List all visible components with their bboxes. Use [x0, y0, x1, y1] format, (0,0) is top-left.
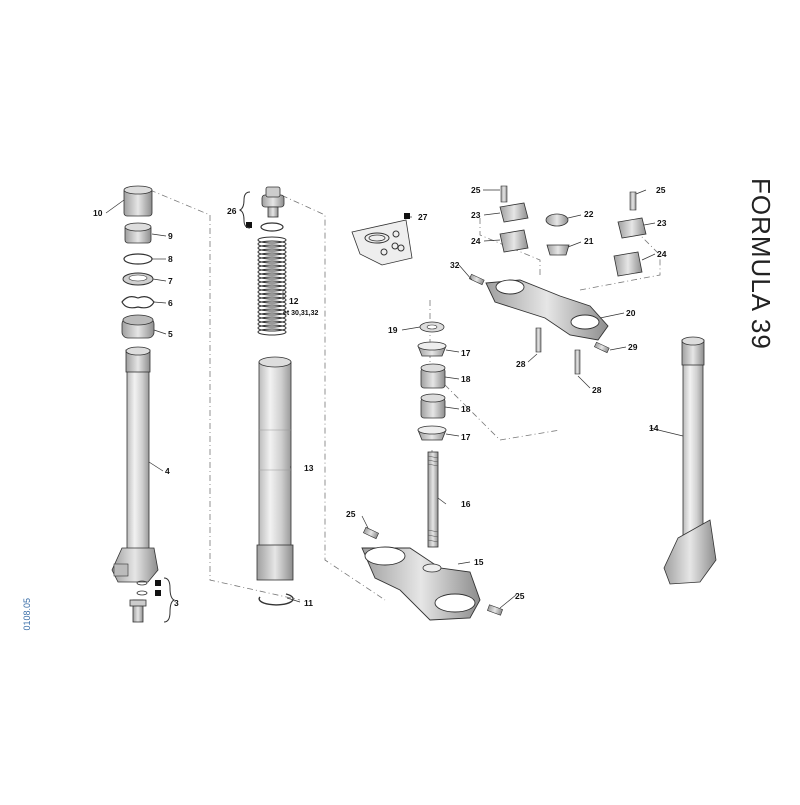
spring-coil: [257, 296, 287, 304]
label-12-note: et 30,31,32: [283, 310, 319, 317]
part-13-fork-tube: [258, 361, 292, 578]
part-20-upper-clamp: [468, 273, 610, 375]
label-28-right: 28: [592, 385, 602, 395]
page-title: FORMULA 39: [746, 178, 776, 350]
label-6: 6: [168, 298, 173, 308]
label-11: 11: [304, 598, 313, 608]
spring-coil: [257, 308, 287, 316]
label-21: 21: [584, 236, 594, 246]
label-17a: 17: [461, 348, 471, 358]
steering-stem: [417, 321, 447, 548]
label-25-lower-right: 25: [515, 591, 525, 601]
label-14: 14: [649, 423, 659, 433]
label-28-left: 28: [516, 359, 526, 369]
part-labels: 10 9 8 7 6 5 4 3 26 12 et 30,31,32 13 11…: [93, 185, 667, 608]
label-18b: 18: [461, 404, 471, 414]
label-13: 13: [304, 463, 314, 473]
left-fork-assembly: [111, 185, 176, 623]
part-16-stem-shaft: [427, 451, 439, 548]
spring-coil: [257, 264, 287, 272]
part-14-fork-leg-right: [663, 336, 717, 585]
spring-coil: [257, 276, 287, 284]
part-27-seal-kit: [351, 213, 413, 266]
spring-coil: [257, 300, 287, 308]
handlebar-clamps: [499, 185, 647, 277]
part-12-spring: [257, 236, 287, 336]
spring-coil: [257, 316, 287, 324]
part-6-clip: [121, 296, 155, 309]
label-17b: 17: [461, 432, 471, 442]
label-5: 5: [168, 329, 173, 339]
label-15: 15: [474, 557, 484, 567]
reference-code: 0108.05: [22, 598, 32, 631]
label-24-right: 24: [657, 249, 667, 259]
spring-coil: [257, 260, 287, 268]
spring-coil: [257, 244, 287, 252]
label-32: 32: [450, 260, 460, 270]
spring-coil: [257, 280, 287, 288]
spring-coil: [257, 268, 287, 276]
spring-coil: [257, 320, 287, 328]
part-4-fork-leg: [126, 349, 150, 551]
label-12: 12: [289, 296, 299, 306]
label-23-left: 23: [471, 210, 481, 220]
spring-coil: [257, 240, 287, 248]
label-9: 9: [168, 231, 173, 241]
label-25-lower-left: 25: [346, 509, 356, 519]
label-7: 7: [168, 276, 173, 286]
spring-assembly: [238, 186, 294, 606]
spring-coil: [257, 312, 287, 320]
spring-coil: [257, 256, 287, 264]
spring-coil: [257, 328, 287, 336]
label-25-top-left: 25: [471, 185, 481, 195]
label-19: 19: [388, 325, 398, 335]
label-4: 4: [165, 466, 170, 476]
spring-coil: [257, 252, 287, 260]
part-15-lower-clamp: [361, 526, 503, 621]
label-3: 3: [174, 598, 179, 608]
label-20: 20: [626, 308, 636, 318]
part-8-washer: [123, 253, 153, 265]
spring-coil: [257, 284, 287, 292]
label-25-top-right: 25: [656, 185, 666, 195]
spring-coil: [257, 288, 287, 296]
label-26: 26: [227, 206, 237, 216]
label-24-left: 24: [471, 236, 481, 246]
spring-coil: [257, 304, 287, 312]
spring-coil: [257, 272, 287, 280]
label-23-right: 23: [657, 218, 667, 228]
label-27: 27: [418, 212, 428, 222]
label-18a: 18: [461, 374, 471, 384]
spring-coil: [257, 248, 287, 256]
label-10: 10: [93, 208, 103, 218]
leader-lines: [105, 189, 684, 609]
label-16: 16: [461, 499, 471, 509]
label-8: 8: [168, 254, 173, 264]
label-29: 29: [628, 342, 638, 352]
label-22: 22: [584, 209, 594, 219]
spring-coil: [257, 324, 287, 332]
spring-coil: [257, 292, 287, 300]
spring-coil: [257, 236, 287, 244]
part-11-clip: [258, 593, 294, 606]
